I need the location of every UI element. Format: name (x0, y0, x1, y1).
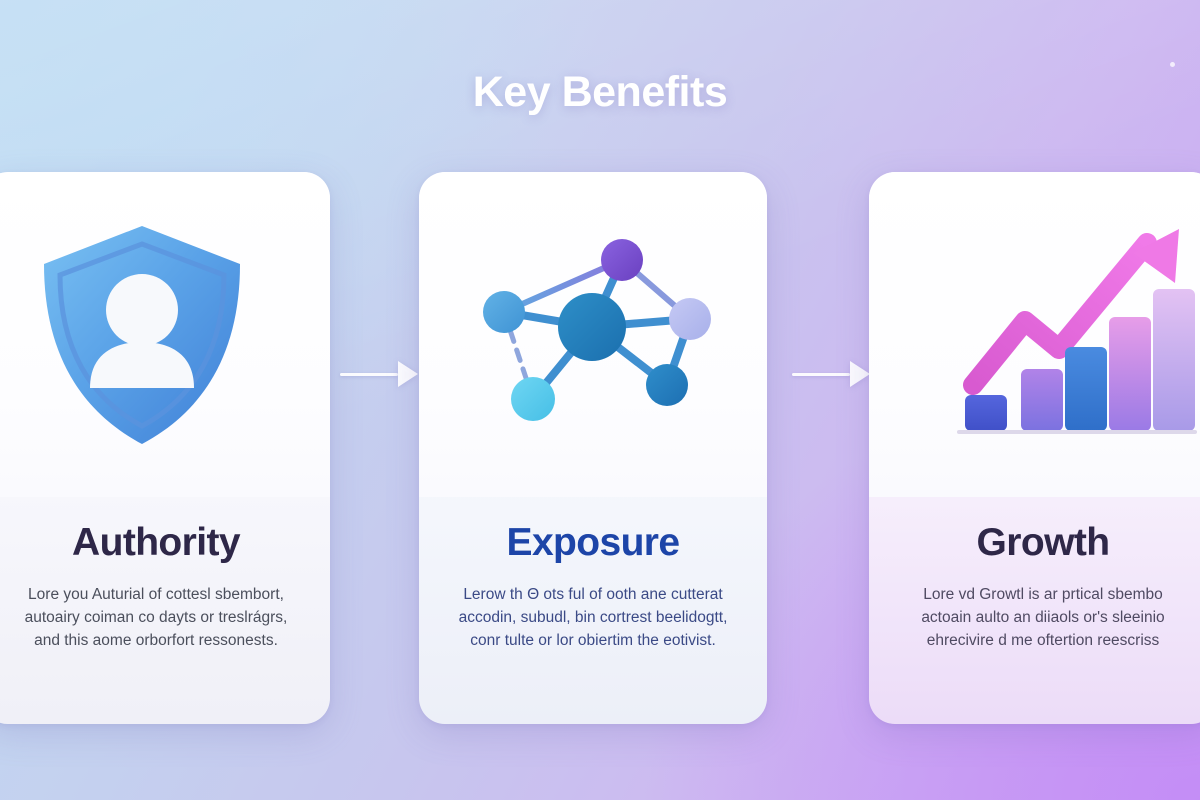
icon-panel-growth (869, 172, 1200, 497)
benefit-card-authority[interactable]: Authority Lore you Auturial of cottesl s… (0, 172, 330, 724)
card-desc-line: conr tulte or lor obiertim the eotivist. (470, 632, 716, 649)
card-body-growth: Growth Lore vd Growtl is ar prtical sbem… (869, 497, 1200, 724)
card-desc-line: Lerow th Θ ots ful of ooth ane cutterat (463, 586, 723, 603)
decorative-speck (1170, 62, 1175, 67)
card-desc-line: and this aome orborfort ressonests. (34, 632, 278, 649)
card-desc-line: ehrecivire d me oftertion reescriss (926, 632, 1160, 649)
card-title-authority: Authority (72, 521, 241, 564)
card-desc-line: Lore you Auturial of cottesl sbembort, (28, 586, 284, 603)
card-desc-line: autoairy coiman co dayts or treslrágrs, (24, 609, 288, 626)
icon-panel-authority (0, 172, 330, 497)
card-desc-line: Lore vd Growtl is ar prtical sbembo (923, 586, 1163, 603)
page-title: Key Benefits (472, 68, 728, 116)
benefit-card-exposure[interactable]: Exposure Lerow th Θ ots ful of ooth ane … (419, 172, 767, 724)
card-title-exposure: Exposure (506, 521, 681, 564)
card-desc-growth: Lore vd Growtl is ar prtical sbembo acto… (895, 583, 1191, 652)
shield-person-icon (44, 225, 240, 444)
arrow-line (792, 372, 850, 376)
card-body-exposure: Exposure Lerow th Θ ots ful of ooth ane … (419, 497, 767, 724)
arrow-head-icon (850, 361, 870, 387)
arrow-exposure-to-growth (792, 360, 878, 388)
card-desc-authority: Lore you Auturial of cottesl sbembort, a… (8, 583, 304, 652)
arrow-line (340, 372, 398, 376)
network-graph-icon (483, 239, 711, 421)
card-desc-line: actoain aulto an diiaols or's sleeinio (921, 609, 1165, 626)
arrow-authority-to-exposure (340, 360, 426, 388)
icon-panel-exposure (419, 172, 767, 497)
card-desc-line: accodin, subudl, bin cortrest beelidogtt… (458, 609, 728, 626)
card-title-growth: Growth (976, 521, 1110, 564)
arrow-head-icon (398, 361, 418, 387)
card-desc-exposure: Lerow th Θ ots ful of ooth ane cutterat … (445, 583, 741, 652)
benefit-card-growth[interactable]: Growth Lore vd Growtl is ar prtical sbem… (869, 172, 1200, 724)
growth-bar-chart-icon (957, 229, 1197, 434)
card-body-authority: Authority Lore you Auturial of cottesl s… (0, 497, 330, 724)
